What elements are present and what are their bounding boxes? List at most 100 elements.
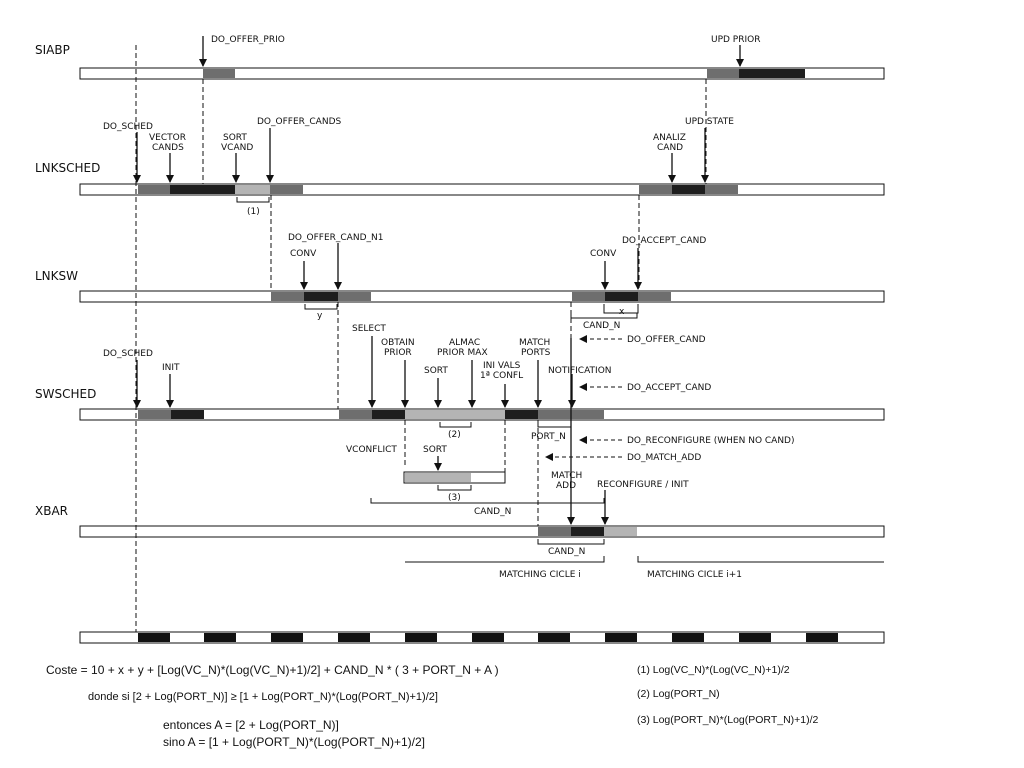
clock-tick [605,633,637,642]
segment [639,185,672,194]
lane-label-xbar: XBAR [35,504,68,518]
label-cand-n-1: CAND_N [583,321,620,331]
clock-tick [739,633,771,642]
clock-tick [338,633,370,642]
label-upd-state: UPD STATE [685,117,734,127]
label-conv-1: CONV [290,249,317,259]
clock-tick [472,633,504,642]
label-analiz-cand-line2: CAND [657,143,683,153]
label-vconflict: VCONFLICT [346,445,397,455]
label-almac-line1: ALMAC [449,338,480,348]
segment [638,292,671,301]
label-conv-2: CONV [590,249,617,259]
clock-tick [405,633,437,642]
brace [437,485,472,491]
segment [170,185,235,194]
cost-condition: donde si [2 + Log(PORT_N)] ≥ [1 + Log(PO… [88,691,438,703]
segment [571,410,604,419]
label-sort-1: SORT [424,366,448,376]
segment [203,69,235,78]
brace-label-1: (1) [247,207,260,217]
segment [138,185,170,194]
segment [604,527,637,536]
segment [138,410,171,419]
label-init: INIT [162,363,180,373]
label-matching-cicle-i1: MATCHING CICLE i+1 [647,570,742,580]
segment [304,292,338,301]
segment [405,473,471,482]
label-match-add-line2: ADD [556,481,576,491]
label-select: SELECT [352,324,386,334]
label-match-ports-line2: PORTS [521,348,551,358]
brace [537,422,572,428]
label-ini-vals-line1: INI VALS [483,361,521,371]
label-reconfigure-init: RECONFIGURE / INIT [597,480,689,490]
label-y: y [317,311,323,321]
segment [672,185,705,194]
clock-tick [271,633,303,642]
label-match-ports-line1: MATCH [519,338,550,348]
label-notification: NOTIFICATION [548,366,612,376]
segment [405,410,505,419]
label-sort-vcand-line2: VCAND [221,143,253,153]
cost-else: sino A = [1 + Log(PORT_N)*(Log(PORT_N)+1… [163,735,426,749]
label-match-add-line1: MATCH [551,471,582,481]
brace [603,304,639,314]
segment [571,527,604,536]
segment [705,185,738,194]
brace [537,539,605,545]
label-do-sched-1: DO_SCHED [103,122,153,132]
lane-bar-lnksw [79,290,885,303]
segment [270,185,303,194]
lane-bar-lnksched [79,183,885,196]
footnote-1: (1) Log(VC_N)*(Log(VC_N)+1)/2 [637,664,790,676]
label-cand-n-3: CAND_N [548,547,585,557]
clock-tick [538,633,570,642]
label-do-accept-cand-1: DO_ACCEPT_CAND [622,236,706,246]
brace [637,556,884,563]
segment [171,410,204,419]
segment [707,69,739,78]
label-do-offer-cand: DO_OFFER_CAND [627,335,706,345]
lane-label-lnksw: LNKSW [35,269,78,283]
lane-label-lnksched: LNKSCHED [35,161,100,175]
brace [236,197,270,203]
label-obtain-prior-line1: OBTAIN [381,338,415,348]
label-upd-prior: UPD PRIOR [711,35,760,45]
segment [739,69,805,78]
segment [538,410,571,419]
brace-label-3: (3) [448,493,461,503]
brace [304,304,338,310]
label-port-n: PORT_N [531,432,566,442]
label-cand-n-2: CAND_N [474,507,511,517]
label-matching-cicle-i: MATCHING CICLE i [499,570,581,580]
brace [439,422,472,428]
footnote-3: (3) Log(PORT_N)*(Log(PORT_N)+1)/2 [637,714,819,726]
label-vector-cands-line1: VECTOR [149,133,186,143]
label-do-reconfigure: DO_RECONFIGURE (WHEN NO CAND) [627,436,795,446]
lane-label-swsched: SWSCHED [35,387,96,401]
label-sort-vcand-line1: SORT [223,133,247,143]
lane-bar-xbar [79,525,885,538]
brace [570,313,638,319]
label-sort-2: SORT [423,445,447,455]
clock-tick [672,633,704,642]
clock-tick [806,633,838,642]
segment [372,410,405,419]
cost-formula: Coste = 10 + x + y + [Log(VC_N)*(Log(VC_… [46,663,499,677]
segment [339,410,372,419]
segment [271,292,304,301]
segment [338,292,371,301]
brace-label-2: (2) [448,430,461,440]
clock-tick [138,633,170,642]
label-do-offer-prio: DO_OFFER_PRIO [211,35,285,45]
lane-bar-siabp [79,67,885,80]
label-analiz-cand-line1: ANALIZ [653,133,686,143]
clock-tick [204,633,236,642]
footnote-2: (2) Log(PORT_N) [637,688,720,700]
segment [538,527,571,536]
segment [235,185,270,194]
label-vector-cands-line2: CANDS [152,143,184,153]
label-x: x [619,307,625,317]
